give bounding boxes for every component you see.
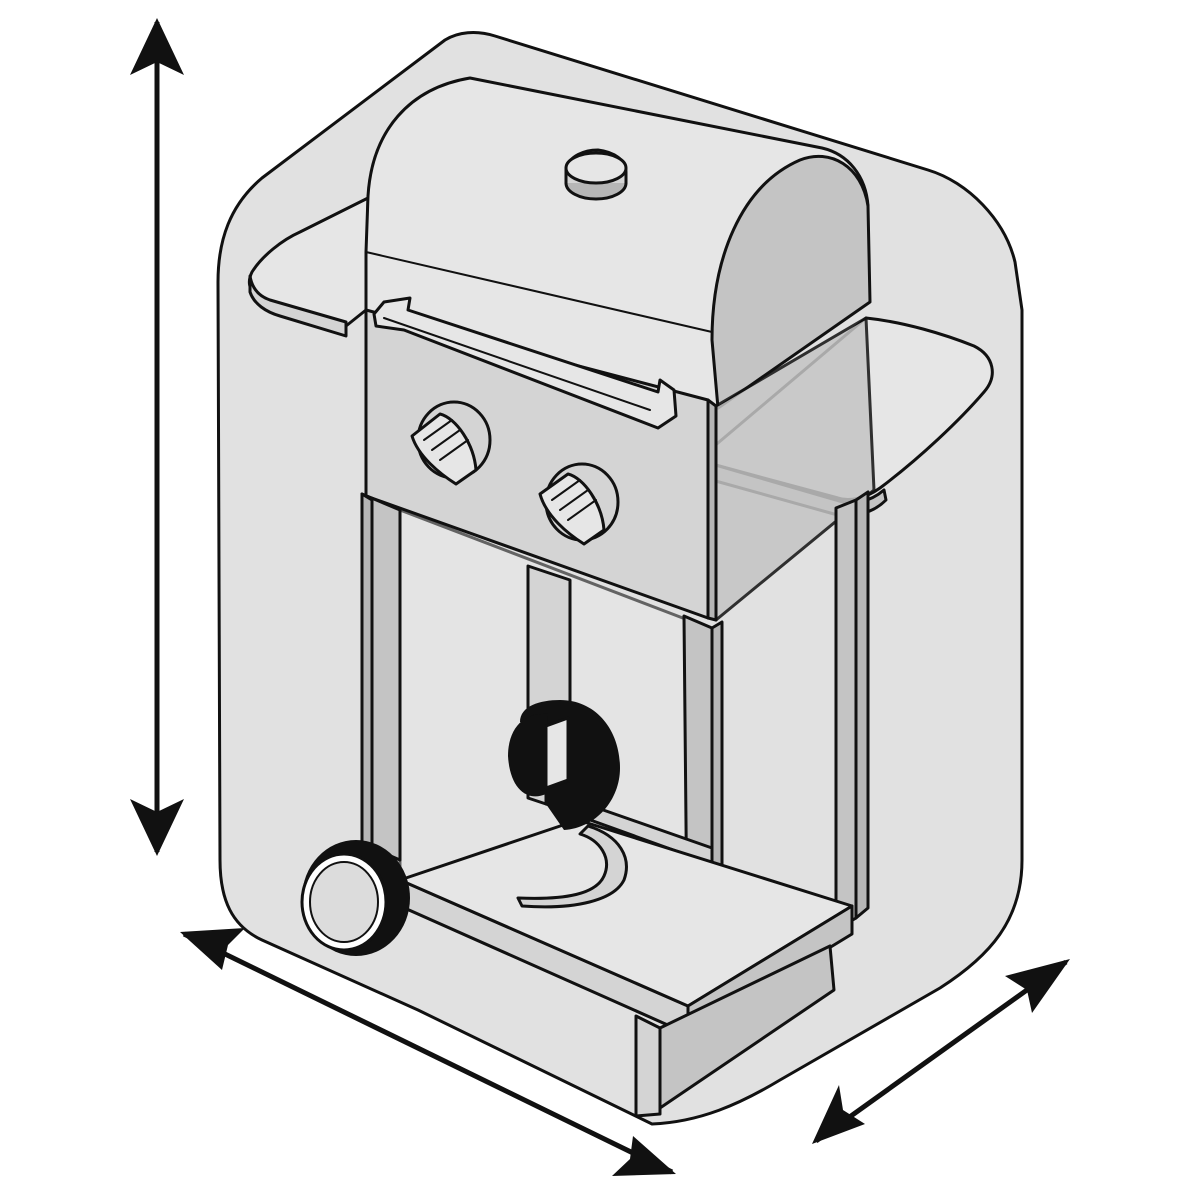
thermometer-knob: [564, 148, 628, 201]
burner-knob-1: [410, 400, 492, 486]
grill-illustration: [247, 76, 994, 1118]
gas-tank: [508, 700, 628, 909]
grill-lid: [364, 76, 872, 410]
width-dimension-arrow: [180, 928, 676, 1176]
grill-wheel: [300, 840, 410, 956]
height-dimension-arrow: [130, 18, 184, 856]
lid-handle: [372, 296, 678, 430]
burner-knob-2: [538, 462, 620, 546]
depth-dimension-arrow: [812, 959, 1070, 1144]
